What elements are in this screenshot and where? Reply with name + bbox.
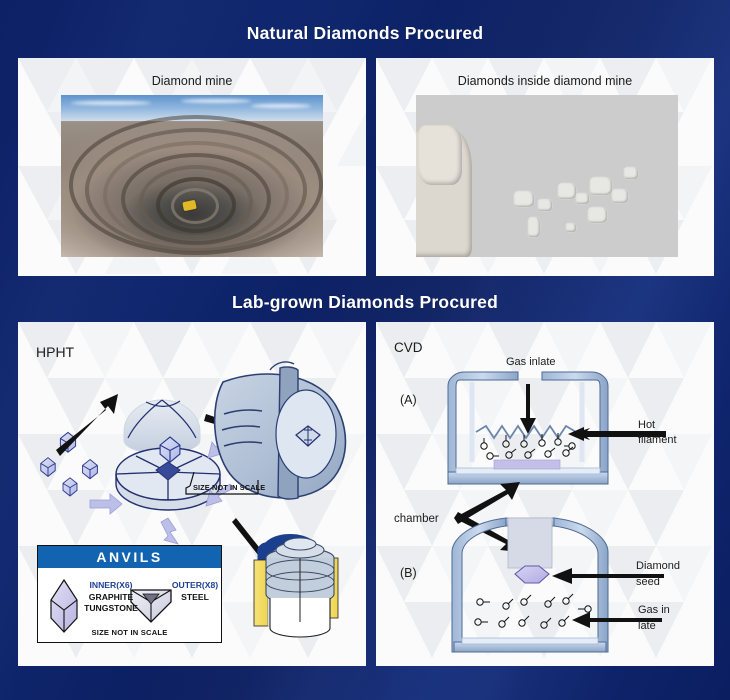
gas-in-late-label-line2: late xyxy=(638,620,656,632)
outer-anvil-icon xyxy=(130,589,172,623)
chamber-label-group: chamber xyxy=(394,513,439,525)
inner-anvil-label: INNER(X6) GRAPHITE TUNGSTONE xyxy=(82,580,140,615)
panel-diamonds-inside-mine: Diamonds inside diamond mine xyxy=(376,58,714,276)
arrow-up-right xyxy=(56,394,118,456)
cvd-diagram: chamber xyxy=(394,371,666,653)
panel-cvd: CVD (A) (B) xyxy=(376,322,714,666)
outer-anvil-material-1: STEEL xyxy=(181,591,209,602)
cvd-stage-b-label: (B) xyxy=(400,566,417,580)
photo-diamond-mine xyxy=(61,95,323,257)
photo-diamonds-inside-mine xyxy=(416,95,678,257)
inner-anvil-icon xyxy=(50,578,78,633)
cvd-chamber-b xyxy=(451,517,664,653)
inner-anvil-material-1: GRAPHITE xyxy=(88,591,134,602)
inner-anvil-count: INNER(X6) xyxy=(89,580,133,590)
lab-grown-section-title: Lab-grown Diamonds Procured xyxy=(232,292,498,312)
photo-caption-diamonds-inside-mine: Diamonds inside diamond mine xyxy=(457,74,633,88)
diamond-seed-label-line2: seed xyxy=(636,576,660,588)
hot-filament-label-line2: filament xyxy=(638,434,677,446)
chamber-label: chamber xyxy=(394,513,439,525)
cvd-stage-a-label: (A) xyxy=(400,393,417,407)
gas-inlate-label: Gas inlate xyxy=(506,356,556,368)
anvils-legend: ANVILS xyxy=(37,545,222,643)
inner-anvil-material-2: TUNGSTONE xyxy=(84,603,138,613)
hpht-size-not-in-scale: SIZE NOT IN SCALE xyxy=(193,483,266,492)
cvd-chamber-a xyxy=(447,371,666,485)
photo-caption-diamond-mine: Diamond mine xyxy=(151,74,233,88)
chamber-pointer-arrows xyxy=(454,482,520,552)
hot-filament-label-line1: Hot xyxy=(638,419,656,431)
outer-anvil-label: OUTER(X8) STEEL xyxy=(170,580,220,603)
panel-diamond-mine: Diamond mine xyxy=(18,58,366,276)
hpht-dome xyxy=(123,399,201,455)
cvd-label: CVD xyxy=(394,340,423,355)
scale-leader-lines xyxy=(185,471,259,495)
diamond-seed-label-line1: Diamond xyxy=(636,560,681,572)
hpht-press-cylinder xyxy=(253,533,339,638)
gas-molecules xyxy=(480,433,576,460)
anvils-size-note: SIZE NOT IN SCALE xyxy=(91,628,168,637)
anvils-legend-icons xyxy=(50,578,172,633)
gas-molecules-b xyxy=(474,593,592,629)
hpht-anvil-assembly xyxy=(115,436,221,511)
anvils-legend-title: ANVILS xyxy=(38,546,221,568)
hpht-diagram xyxy=(40,361,347,638)
outer-anvil-count: OUTER(X8) xyxy=(171,580,219,590)
hpht-press-sphere xyxy=(213,361,347,500)
gas-in-late-label-line1: Gas in xyxy=(638,604,670,616)
hpht-label: HPHT xyxy=(36,344,75,360)
diamond-seed-shape xyxy=(514,565,550,584)
natural-diamonds-section-title: Natural Diamonds Procured xyxy=(246,23,484,43)
